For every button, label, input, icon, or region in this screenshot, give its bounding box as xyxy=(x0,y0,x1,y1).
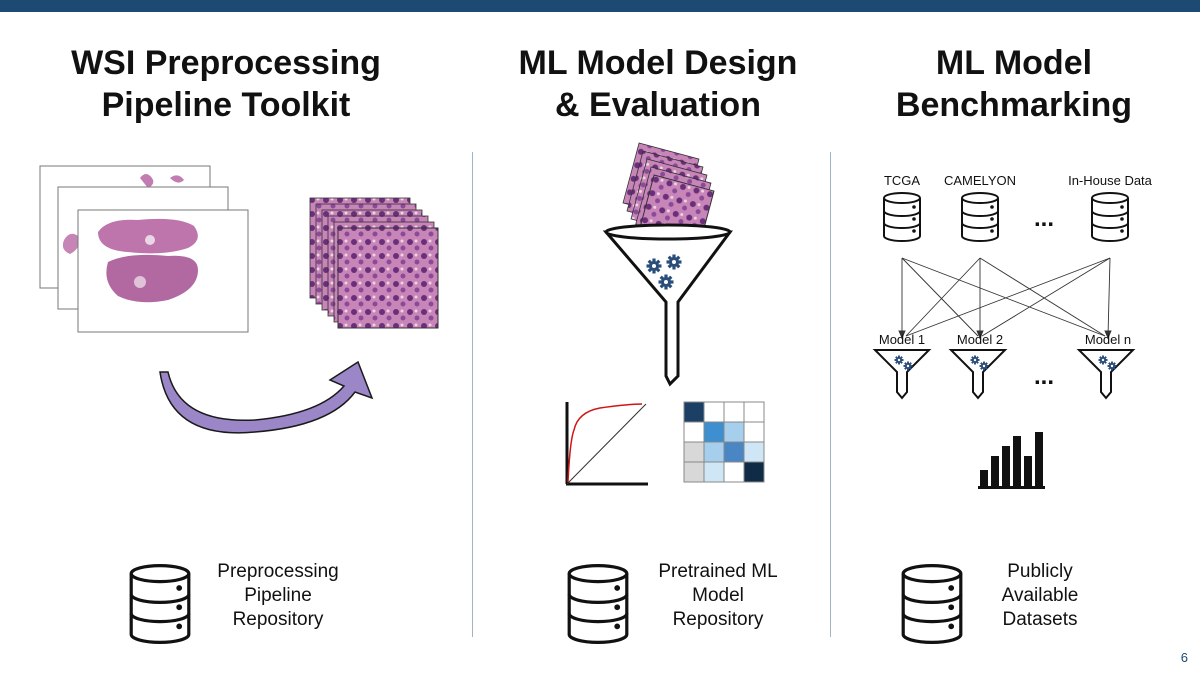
matrix-cell xyxy=(683,461,705,483)
page-number: 6 xyxy=(1180,650,1188,665)
matrix-cell xyxy=(703,401,725,423)
benchmark-bar-chart-icon xyxy=(978,432,1045,489)
dataset-model-connections xyxy=(898,257,1112,340)
matrix-cell xyxy=(743,441,765,463)
matrix-cell xyxy=(743,401,765,423)
matrix-cell xyxy=(723,461,745,483)
divider-left xyxy=(472,152,473,637)
dataset-db-camelyon-icon xyxy=(961,192,999,242)
matrix-cell xyxy=(703,421,725,443)
matrix-cell xyxy=(723,441,745,463)
roc-curve-chart xyxy=(565,402,648,486)
model-label-1: Model 1 xyxy=(879,332,925,347)
confusion-matrix xyxy=(683,401,765,483)
matrix-cell xyxy=(683,421,705,443)
matrix-cell xyxy=(703,461,725,483)
dataset-label-camelyon: CAMELYON xyxy=(944,173,1016,188)
dataset-label-tcga: TCGA xyxy=(884,173,920,188)
matrix-cell xyxy=(743,421,765,443)
model-label-n: Model n xyxy=(1085,332,1131,347)
model-funnel-1-icon xyxy=(874,349,930,399)
wsi-slide-stack xyxy=(39,165,249,333)
matrix-cell xyxy=(723,421,745,443)
dataset-db-tcga-icon xyxy=(883,192,921,242)
dataset-label-inhouse: In-House Data xyxy=(1068,173,1153,188)
tissue-sample xyxy=(98,218,198,303)
top-bar xyxy=(0,0,1200,12)
model-funnel-2-icon xyxy=(950,349,1006,399)
model-funnel-n-icon xyxy=(1078,349,1134,399)
matrix-cell xyxy=(703,441,725,463)
matrix-cell xyxy=(743,461,765,483)
database-icon-datasets xyxy=(901,563,963,645)
database-icon-models xyxy=(567,563,629,645)
dataset-ellipsis: ... xyxy=(1034,205,1054,232)
model-ellipsis: ... xyxy=(1034,363,1054,390)
matrix-cell xyxy=(723,401,745,423)
database-icon-preprocessing xyxy=(129,563,191,645)
model-label-2: Model 2 xyxy=(957,332,1003,347)
dataset-db-inhouse-icon xyxy=(1091,192,1129,242)
ml-model-funnel xyxy=(602,223,733,387)
divider-right xyxy=(830,152,831,637)
matrix-cell xyxy=(683,401,705,423)
section-title-model-design: ML Model Design& Evaluation xyxy=(518,44,798,124)
matrix-cell xyxy=(683,441,705,463)
curved-arrow xyxy=(159,360,374,434)
patch-tile-stack xyxy=(309,197,439,329)
